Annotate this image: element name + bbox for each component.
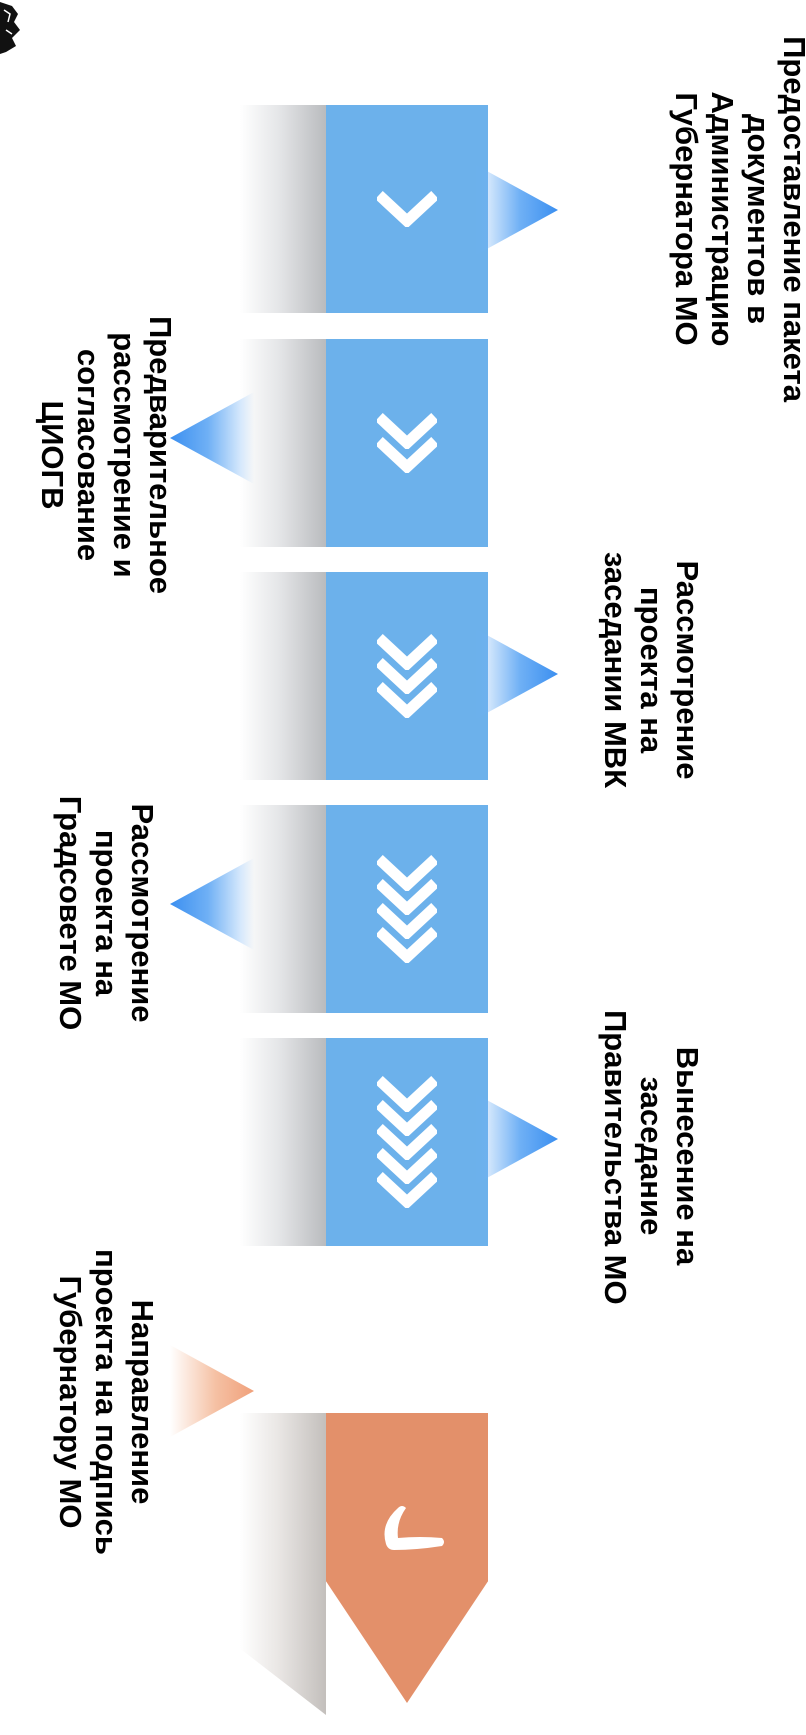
- chevron-down-icon: [377, 879, 437, 915]
- stage-3-shadow: [240, 572, 326, 780]
- chevron-down-icon: [377, 1172, 437, 1208]
- stage-4-shadow: [240, 805, 326, 1013]
- stage-3-label-line: проекта на: [634, 586, 669, 754]
- chevron-down-icon: [377, 1100, 437, 1136]
- stage-1-label-line: Администрацию: [705, 91, 740, 347]
- stage-3-pointer: [474, 628, 558, 720]
- chevron-down-icon: [377, 682, 437, 718]
- chevron-down-icon: [377, 437, 437, 473]
- final-stage-block: [326, 1413, 488, 1703]
- stage-4-block: [326, 805, 488, 1013]
- stage-2-label-line: ЦИОГВ: [35, 400, 70, 510]
- stage-1-shadow: [240, 105, 326, 313]
- stage-4-label-line: проекта на: [89, 829, 124, 997]
- chevron-down-icon: [377, 903, 437, 939]
- final-stage-label-line: Губернатору МО: [53, 1275, 88, 1529]
- stage-5-label-line: Вынесение на: [670, 1046, 705, 1266]
- stage-3-chevrons: [377, 634, 437, 718]
- stage-1-label-line: Предоставление пакета: [777, 36, 806, 402]
- checkmark-icon: [384, 1506, 444, 1550]
- stage-3-block: [326, 572, 488, 780]
- stage-5-label-line: заседание: [634, 1076, 669, 1236]
- chevron-down-icon: [377, 1148, 437, 1184]
- chevron-down-icon: [377, 634, 437, 670]
- stage-1-label-line: Губернатора МО: [669, 92, 704, 346]
- stage-2-label-line: согласование: [71, 348, 106, 562]
- stage-1-label: Предоставление пакета документов в Админ…: [668, 0, 806, 440]
- stage-1-block: [326, 105, 488, 313]
- stage-4-label-line: Рассмотрение: [125, 803, 160, 1023]
- stage-4-chevrons: [377, 855, 437, 963]
- chevron-down-icon: [377, 855, 437, 891]
- stage-4-pointer: [170, 858, 254, 950]
- stage-1-label-line: документов в: [741, 113, 776, 325]
- final-stage-label: Направление проекта на подпись Губернато…: [52, 1228, 160, 1576]
- stage-2-label-line: рассмотрение и: [107, 332, 142, 578]
- stage-4-label-line: Градсовете МО: [53, 795, 88, 1031]
- final-stage-label-line: проекта на подпись: [89, 1249, 124, 1555]
- stage-2-chevrons: [377, 413, 437, 473]
- final-stage-label-line: Направление: [125, 1299, 160, 1505]
- stage-3-label: Рассмотрение проекта на заседании МВК: [597, 540, 705, 800]
- stage-2-shadow: [240, 339, 326, 547]
- chevron-down-icon: [377, 413, 437, 449]
- stage-3-label-line: Рассмотрение: [670, 560, 705, 780]
- stage-3-label-line: заседании МВК: [598, 551, 633, 789]
- stage-2-pointer: [170, 392, 254, 484]
- stage-1-pointer: [474, 164, 558, 256]
- emblem-fragment-icon: [0, 2, 20, 54]
- stage-5-shadow: [240, 1038, 326, 1246]
- chevron-down-icon: [377, 1124, 437, 1160]
- chevron-down-icon: [377, 1076, 437, 1112]
- chevron-down-icon: [377, 927, 437, 963]
- chevron-down-icon: [377, 191, 437, 227]
- stage-5-pointer: [474, 1093, 558, 1185]
- stage-5-chevrons: [377, 1076, 437, 1208]
- final-stage-shadow: [240, 1413, 326, 1715]
- stage-2-label: Предварительное рассмотрение и согласова…: [34, 290, 178, 620]
- stage-2-block: [326, 339, 488, 547]
- stage-4-label: Рассмотрение проекта на Градсовете МО: [52, 782, 160, 1044]
- chevron-down-icon: [377, 658, 437, 694]
- stage-5-block: [326, 1038, 488, 1246]
- stage-5-label: Вынесение на заседание Правительства МО: [597, 1010, 705, 1305]
- stage-1-chevrons: [377, 191, 437, 227]
- stage-5-label-line: Правительства МО: [598, 1010, 633, 1305]
- stage-2-label-line: Предварительное: [143, 315, 178, 595]
